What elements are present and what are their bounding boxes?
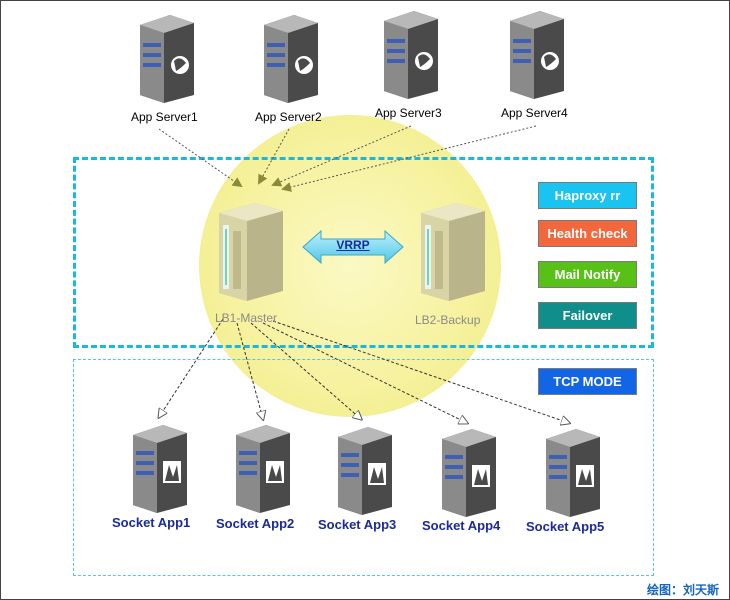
socket-app-server-icon [546, 429, 600, 517]
socket-app-label: Socket App1 [112, 515, 191, 530]
author-credit: 绘图：刘天斯 [646, 583, 719, 597]
lb-backup-rack-icon [421, 203, 485, 301]
vrrp-label: VRRP [336, 238, 370, 252]
socket-app-server-icon [442, 429, 496, 517]
failover-badge: Failover [538, 302, 637, 329]
link-master-app5 [272, 320, 569, 423]
app-server-label: App Server3 [375, 106, 442, 120]
app-server-icon [264, 15, 318, 103]
lb-backup-label: LB2-Backup [415, 313, 481, 327]
app-server-label: App Server4 [501, 106, 568, 120]
socket-app-group-frame [73, 359, 654, 576]
app-server-label: App Server1 [131, 110, 198, 124]
link-server1-master [158, 128, 243, 188]
socket-app-label: Socket App4 [422, 518, 501, 533]
socket-app-server-icon [236, 425, 290, 513]
app-server-icon [384, 11, 438, 99]
socket-app-server-icon [133, 425, 187, 513]
vrrp-double-arrow-icon [302, 229, 404, 265]
socket-app-label: Socket App3 [318, 517, 397, 532]
lb-master-rack-icon [219, 203, 283, 301]
lb-master-label: LB1-Master [215, 311, 278, 325]
app-server-label: App Server2 [255, 110, 322, 124]
load-balancer-group-frame [73, 157, 654, 348]
mail-notify-badge: Mail Notify [538, 261, 637, 288]
socket-app-server-icon [338, 427, 392, 515]
health-check-badge: Health check [538, 220, 637, 247]
link-server2-master [258, 128, 290, 185]
link-master-app2 [236, 322, 263, 419]
link-server3-master [271, 125, 412, 187]
link-master-app4 [262, 322, 467, 423]
link-master-app3 [250, 322, 361, 419]
app-server-icon [510, 11, 564, 99]
link-master-app1 [159, 318, 224, 417]
haproxy-rr-badge: Haproxy rr [538, 182, 637, 209]
app-server-icon [140, 15, 194, 103]
socket-app-label: Socket App5 [526, 519, 605, 534]
socket-app-label: Socket App2 [216, 516, 295, 531]
tcp-mode-badge: TCP MODE [538, 368, 637, 395]
link-server4-master [281, 125, 537, 192]
